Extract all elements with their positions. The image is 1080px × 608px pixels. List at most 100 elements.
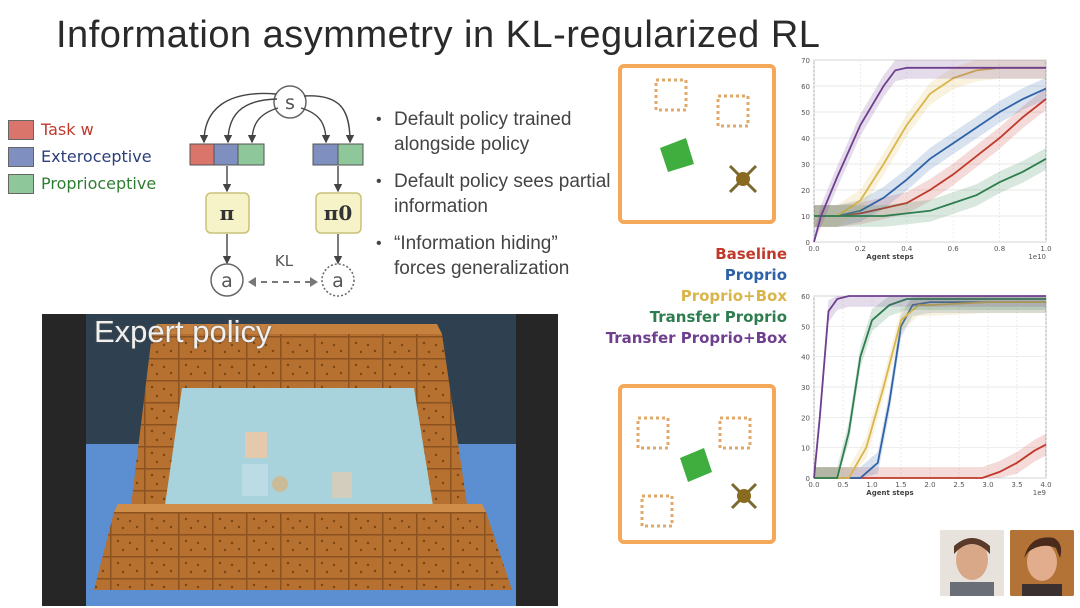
series-legend: Baseline Proprio Proprio+Box Transfer Pr… <box>606 244 787 349</box>
env-top-illustration <box>618 64 776 224</box>
series-legend-baseline: Baseline <box>715 245 787 263</box>
y-tick-label: 30 <box>801 384 810 392</box>
x-axis-multiplier: 1e9 <box>1033 489 1046 497</box>
default-policy-box <box>315 192 362 234</box>
legend-label-task: Task w <box>41 120 94 139</box>
legend-item-proprioceptive: Proprioceptive <box>8 170 156 197</box>
x-tick-label: 4.0 <box>1040 481 1051 489</box>
x-axis-label: Agent steps <box>866 253 913 261</box>
x-tick-label: 0.6 <box>948 245 960 253</box>
series-line <box>814 298 1046 479</box>
legend-label-proprioceptive: Proprioceptive <box>41 174 157 193</box>
exteroceptive-swatch <box>8 146 34 167</box>
arrow-s-task <box>199 92 277 144</box>
x-tick-label: 3.0 <box>982 481 993 489</box>
slide-title: Information asymmetry in KL-regularized … <box>56 14 821 56</box>
x-tick-label: 1.5 <box>895 481 906 489</box>
speaker-photo-right <box>1010 530 1074 596</box>
y-tick-label: 20 <box>801 187 810 195</box>
kl-label: KL <box>275 252 294 270</box>
series-band <box>814 60 1046 227</box>
x-tick-label: 0.8 <box>994 245 1005 253</box>
arrow-s-proprio-default <box>303 95 355 144</box>
bullet-list: Default policy trained alongside policy … <box>374 107 614 293</box>
state-node <box>273 85 307 119</box>
policy-label: π <box>220 201 235 225</box>
y-tick-label: 30 <box>801 161 810 169</box>
legend-item-task: Task w <box>8 116 156 143</box>
x-axis-multiplier: 1e10 <box>1028 253 1046 261</box>
x-tick-label: 1.0 <box>1040 245 1051 253</box>
bullet-item: Default policy trained alongside policy <box>374 107 614 157</box>
state-label: s <box>285 92 295 114</box>
series-legend-proprio: Proprio <box>724 266 787 284</box>
x-tick-label: 0.2 <box>855 245 866 253</box>
x-axis-label: Agent steps <box>866 489 913 497</box>
y-tick-label: 10 <box>801 213 810 221</box>
arrow-s-extero-default <box>300 107 331 144</box>
y-tick-label: 40 <box>801 354 810 362</box>
y-tick-label: 50 <box>801 109 810 117</box>
series-band <box>814 433 1046 478</box>
x-tick-label: 2.0 <box>924 481 935 489</box>
x-tick-label: 0.0 <box>808 245 819 253</box>
y-tick-label: 70 <box>801 57 810 65</box>
env-bottom-illustration <box>618 384 776 544</box>
series-legend-transfer-proprio-box: Transfer Proprio+Box <box>605 329 787 347</box>
kl-arrow-right <box>310 277 318 287</box>
series-band <box>814 296 1046 478</box>
bullet-item: Default policy sees partial information <box>374 169 614 219</box>
series-band <box>814 147 1046 227</box>
policy-input-proprio <box>237 143 265 166</box>
x-tick-label: 3.5 <box>1011 481 1022 489</box>
action-node <box>210 263 244 297</box>
series-line <box>814 301 1046 479</box>
series-line <box>814 87 1047 217</box>
y-tick-label: 40 <box>801 135 810 143</box>
action-label: a <box>221 270 233 292</box>
arrow-s-proprio <box>247 107 279 144</box>
series-line <box>813 66 1046 243</box>
legend-label-exteroceptive: Exteroceptive <box>41 147 152 166</box>
speaker-photo-left <box>940 530 1004 596</box>
bullet-item: “Information hiding” forces generalizati… <box>374 231 614 281</box>
arrow-s-extero <box>223 98 278 144</box>
series-line <box>814 98 1047 217</box>
y-tick-label: 60 <box>801 83 810 91</box>
kl-arrow-left <box>248 277 256 287</box>
arena-scene <box>42 314 558 606</box>
y-tick-label: 0 <box>806 475 810 483</box>
policy-input-task <box>189 143 215 166</box>
task-swatch <box>8 119 34 140</box>
y-tick-label: 0 <box>806 239 810 247</box>
default-policy-label: π0 <box>324 201 353 225</box>
x-tick-label: 2.5 <box>953 481 964 489</box>
default-input-proprio <box>337 143 364 166</box>
series-band <box>814 77 1046 227</box>
y-tick-label: 10 <box>801 445 810 453</box>
series-legend-proprio-box: Proprio+Box <box>680 287 787 305</box>
video-label: Expert policy <box>94 314 272 349</box>
x-tick-label: 0.4 <box>901 245 913 253</box>
series-line <box>813 295 1046 479</box>
series-line <box>814 443 1047 479</box>
legend-item-exteroceptive: Exteroceptive <box>8 143 156 170</box>
policy-box <box>205 192 250 234</box>
x-tick-label: 0.0 <box>808 481 819 489</box>
expert-policy-video[interactable]: Expert policy <box>42 314 558 606</box>
x-tick-label: 1.0 <box>866 481 877 489</box>
policy-diagram: s π π0 a a KL <box>189 85 364 297</box>
env-bottom-scene <box>636 416 758 528</box>
x-tick-label: 0.5 <box>837 481 848 489</box>
env-top-scene <box>654 78 758 194</box>
person-icon <box>940 530 1004 596</box>
input-legend: Task w Exteroceptive Proprioceptive <box>8 116 156 197</box>
series-band <box>814 88 1046 227</box>
y-tick-label: 60 <box>801 293 810 301</box>
default-input-extero <box>312 143 339 166</box>
series-line <box>814 301 1046 479</box>
y-tick-label: 20 <box>801 414 810 422</box>
proprioceptive-swatch <box>8 173 34 194</box>
